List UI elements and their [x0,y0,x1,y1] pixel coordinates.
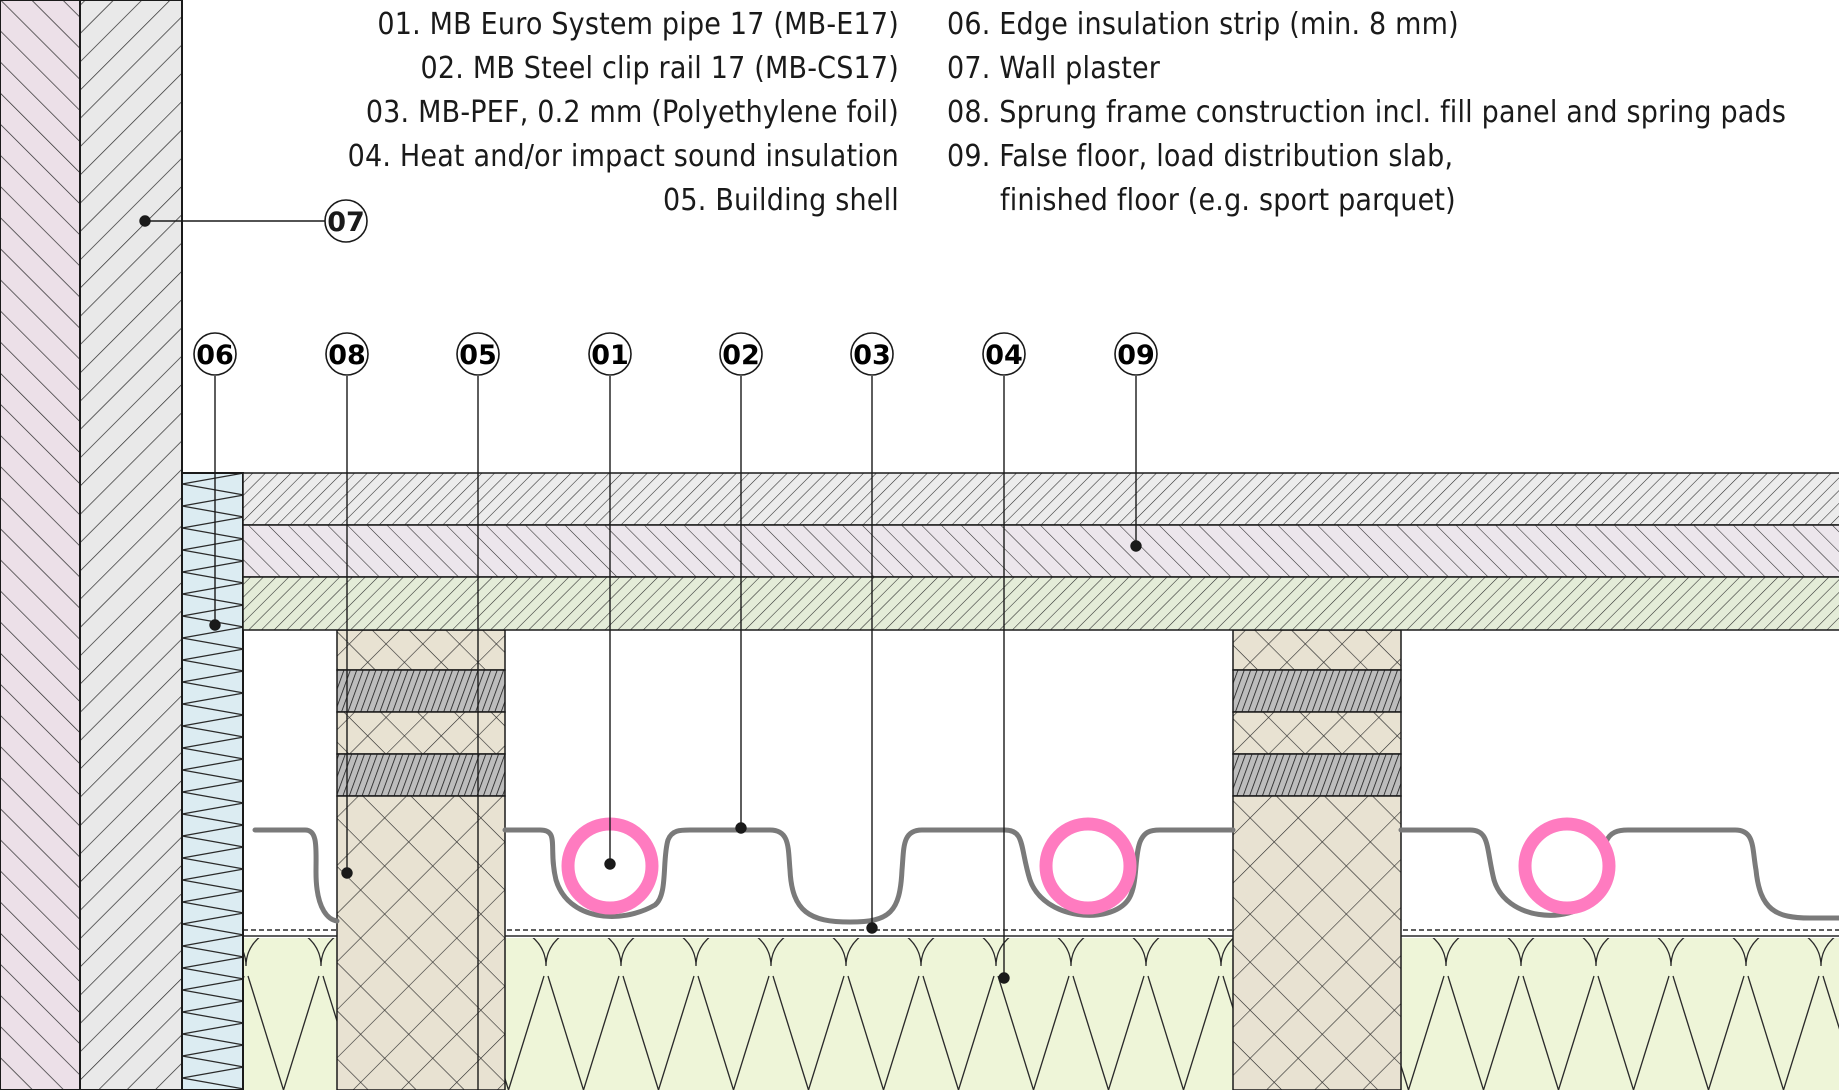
sprung-frame-right [1232,629,1402,1090]
legend-right-column: 06. Edge insulation strip (min. 8 mm) 07… [947,3,1786,223]
slab-layer-bottom [242,576,1839,631]
callout-01: 01 [588,332,632,376]
callout-06: 06 [193,332,237,376]
legend-left-column: 01. MB Euro System pipe 17 (MB-E17) 02. … [348,3,899,223]
legend-item: 02. MB Steel clip rail 17 (MB-CS17) [420,51,899,86]
edge-insulation-strip [181,472,244,1090]
heating-pipes [561,817,1616,915]
slab-layer-top [242,472,1839,526]
legend-item: 08. Sprung frame construction incl. fill… [947,95,1787,130]
callout-label: 08 [328,340,366,371]
heating-pipe [1039,817,1137,915]
sprung-frame-left [336,629,506,1090]
callout-03: 03 [850,332,894,376]
heating-pipe [1518,817,1616,915]
callout-08: 08 [325,332,369,376]
legend-item: 07. Wall plaster [947,51,1161,86]
wall-building-shell [0,0,81,1090]
callout-05: 05 [456,332,500,376]
callout-04: 04 [982,332,1026,376]
legend-item: 04. Heat and/or impact sound insulation [347,139,899,174]
callout-label: 06 [196,340,234,371]
callout-label: 01 [591,340,629,371]
slab-layer-middle [242,524,1839,578]
leader-lines [139,215,1142,1090]
callout-02: 02 [719,332,763,376]
insulation-layer [243,938,1839,1090]
legend-item: 06. Edge insulation strip (min. 8 mm) [947,7,1459,42]
callout-label: 02 [722,340,760,371]
wall-plaster-layer [79,0,183,1090]
callout-label: 05 [459,340,497,371]
callout-label: 04 [985,340,1023,371]
callout-label: 07 [327,207,365,238]
legend-item: 09. False floor, load distribution slab, [947,139,1454,174]
legend-item: 05. Building shell [663,183,899,218]
legend-item: 03. MB-PEF, 0.2 mm (Polyethylene foil) [365,95,899,130]
legend-item-continuation: finished floor (e.g. sport parquet) [1000,183,1456,218]
legend-item: 01. MB Euro System pipe 17 (MB-E17) [377,7,899,42]
callout-09: 09 [1114,332,1158,376]
callout-label: 03 [853,340,891,371]
callout-label: 09 [1117,340,1155,371]
callout-wall-plaster: 07 [324,199,368,243]
